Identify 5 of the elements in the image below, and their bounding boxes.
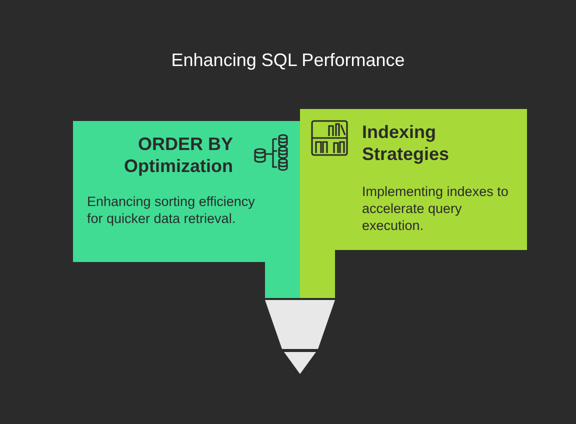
panel-description: Implementing indexes to accelerate query execution.: [362, 183, 510, 234]
panel-heading: Indexing Strategies: [362, 121, 450, 165]
diagram-title: Enhancing SQL Performance: [170, 50, 406, 71]
panel-description: Enhancing sorting efficiency for quicker data retrieval.: [87, 193, 256, 227]
panel-heading: ORDER BY Optimization: [123, 133, 233, 177]
